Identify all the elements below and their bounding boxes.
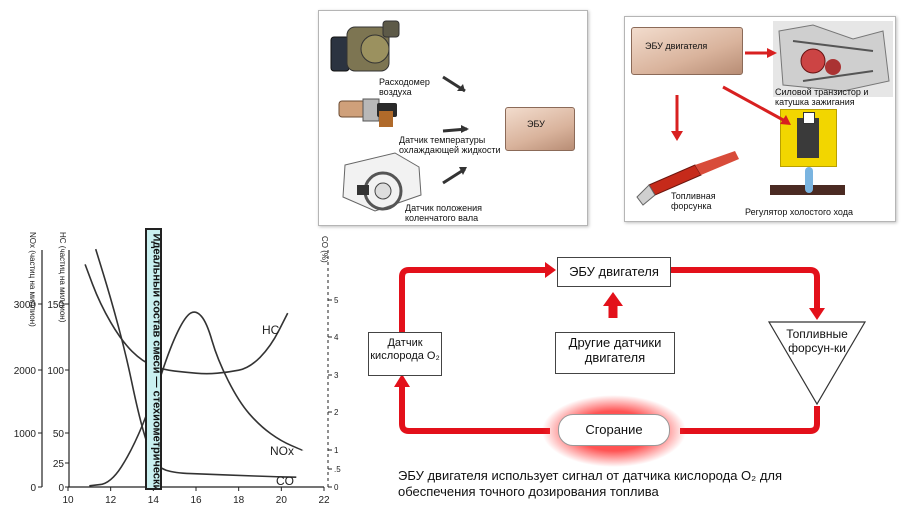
nox-axis-label: NOx (частиц на миллион) [28, 232, 37, 327]
injector-image [636, 151, 739, 206]
stoichiometric-label-box: Идеальный состав смеси — стехиометрическ… [145, 228, 162, 490]
co-tick-label: 1 [334, 446, 339, 455]
series-label-co: CO [276, 474, 294, 488]
series-line-hc [84, 264, 289, 375]
loop-combustion-box: Сгорание [558, 414, 670, 446]
nox-tick-label: 0 [30, 483, 36, 494]
nox-tick-label: 3000 [14, 300, 37, 311]
loop-ecu-box: ЭБУ двигателя [557, 257, 671, 287]
nox-tick-label: 2000 [14, 366, 37, 377]
engine-bay-image [773, 21, 893, 97]
x-tick-label: 20 [276, 495, 288, 506]
sensor-ecu-block [505, 107, 575, 151]
x-tick-label: 14 [148, 495, 160, 506]
co-axis-label: CO (%) [320, 236, 329, 263]
co-tick-label: 5 [334, 296, 339, 305]
co-tick-label: 2 [334, 408, 339, 417]
hc-tick-label: 150 [47, 300, 64, 311]
x-tick-label: 22 [318, 495, 330, 506]
hc-tick-label: 25 [53, 459, 65, 470]
hc-tick-label: 100 [47, 366, 64, 377]
x-tick-label: 10 [62, 495, 74, 506]
airflow-label: Расходомер воздуха [379, 77, 430, 97]
actuator-arrows [671, 48, 791, 141]
sensor-arrows [442, 75, 469, 185]
ignition-label: Силовой транзистор и катушка зажигания [775, 87, 869, 107]
nox-tick-label: 1000 [14, 429, 37, 440]
actuator-ecu-block [631, 27, 743, 75]
idle-regulator-image [780, 109, 837, 167]
x-tick-label: 18 [233, 495, 245, 506]
crank-label: Датчик положения коленчатого вала [405, 203, 483, 223]
co-tick-label: 4 [334, 333, 339, 342]
crank-sensor-image [342, 152, 422, 212]
co-tick-label: 0 [334, 483, 339, 492]
coolant-sensor-image [338, 98, 397, 127]
injector-label: Топливная форсунка [671, 191, 716, 211]
series-label-hc: HC [262, 323, 280, 337]
airflow-meter-image [330, 20, 400, 72]
series-label-nox: NOx [270, 444, 294, 458]
idle-airflow-arrow [805, 167, 813, 193]
loop-oxygen-sensor-box: Датчик кислорода O₂ [368, 332, 442, 376]
hc-axis-label: HC (частиц на миллион) [58, 232, 67, 323]
x-tick-label: 12 [105, 495, 117, 506]
loop-injectors-label: Топливные форсун-ки [786, 327, 848, 355]
co-tick-label: 3 [334, 371, 339, 380]
coolant-label: Датчик температуры охлаждающей жидкости [399, 135, 501, 155]
actuator-ecu-label: ЭБУ двигателя [645, 41, 708, 51]
idle-label: Регулятор холостого хода [745, 207, 853, 217]
sensors-panel: Расходомер воздуха Датчик температуры ох… [318, 10, 588, 226]
loop-caption: ЭБУ двигателя использует сигнал от датчи… [398, 468, 783, 499]
hc-tick-label: 0 [58, 483, 64, 494]
series-line-nox [89, 311, 304, 487]
loop-other-sensors-box: Другие датчики двигателя [555, 332, 675, 374]
hc-tick-label: 50 [53, 429, 65, 440]
actuators-panel: ЭБУ двигателя Силовой транзистор и катуш… [624, 16, 896, 222]
co-tick-label: .5 [334, 465, 341, 474]
x-tick-label: 16 [190, 495, 202, 506]
sensor-ecu-label: ЭБУ [527, 119, 545, 129]
